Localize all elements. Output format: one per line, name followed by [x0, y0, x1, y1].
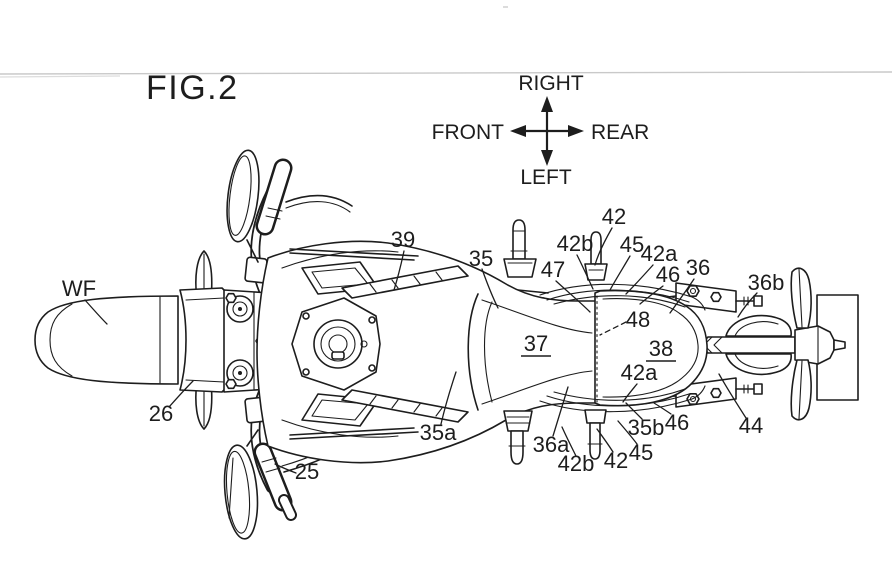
figure-title: FIG.2: [146, 69, 239, 107]
part-label-42-20: 42: [604, 448, 628, 473]
part-label-46-23: 46: [665, 410, 689, 435]
compass-arrows-icon: [510, 96, 584, 166]
part-label-36b-10: 36b: [748, 270, 785, 295]
right-grip: [255, 158, 293, 236]
seat-trim-rails: [539, 283, 706, 413]
part-label-45-21: 45: [629, 440, 653, 465]
front-wheel: [34, 295, 179, 385]
part-label-42b-4: 42b: [557, 231, 594, 256]
compass-right-label: RIGHT: [518, 72, 584, 95]
turn-signal-front-left: [503, 410, 533, 465]
part-label-44-24: 44: [739, 413, 763, 438]
part-label-42-5: 42: [602, 204, 626, 229]
part-label-wf-0: WF: [62, 276, 96, 301]
part-label-48-11: 48: [626, 307, 650, 332]
part-label-42a-14: 42a: [621, 360, 658, 385]
right-mirror: [226, 149, 260, 263]
compass-left-label: LEFT: [520, 166, 572, 189]
rear-wheel: [699, 267, 846, 421]
rear-seat: [594, 289, 708, 407]
left-grip: [253, 442, 297, 521]
turn-signal-front-right: [503, 219, 537, 278]
compass: RIGHT FRONT REAR LEFT: [432, 72, 650, 189]
motorcycle-top-view: [34, 149, 859, 540]
turn-signal-rear-left: [584, 409, 607, 460]
front-fender: [179, 250, 229, 430]
compass-rear-label: REAR: [591, 121, 649, 144]
scan-artifact-line: [0, 6, 892, 78]
part-label-42a-7: 42a: [641, 241, 678, 266]
part-label-35b-22: 35b: [628, 415, 665, 440]
part-label-45-6: 45: [620, 232, 644, 257]
part-label-39-1: 39: [391, 227, 415, 252]
leader-lines: [84, 227, 758, 474]
part-label-37-12: 37: [524, 331, 548, 356]
leader-48-dashed: [599, 321, 627, 336]
part-label-35a-17: 35a: [420, 420, 457, 445]
part-label-35-2: 35: [469, 246, 493, 271]
front-seat: [481, 299, 593, 405]
part-label-46-8: 46: [656, 262, 680, 287]
part-label-47-3: 47: [541, 257, 565, 282]
fuel-cap: [291, 297, 381, 391]
part-label-36-9: 36: [686, 255, 710, 280]
turn-signal-rear-right: [584, 231, 608, 281]
part-label-36a-18: 36a: [533, 432, 570, 457]
part-label-26-15: 26: [149, 401, 173, 426]
fuel-tank-body: [256, 240, 601, 464]
part-label-42b-19: 42b: [558, 451, 595, 476]
part-label-38-13: 38: [649, 336, 673, 361]
compass-front-label: FRONT: [432, 121, 504, 144]
left-mirror: [223, 429, 259, 540]
front-brake-lever: [285, 194, 353, 213]
part-label-25-16: 25: [295, 459, 319, 484]
